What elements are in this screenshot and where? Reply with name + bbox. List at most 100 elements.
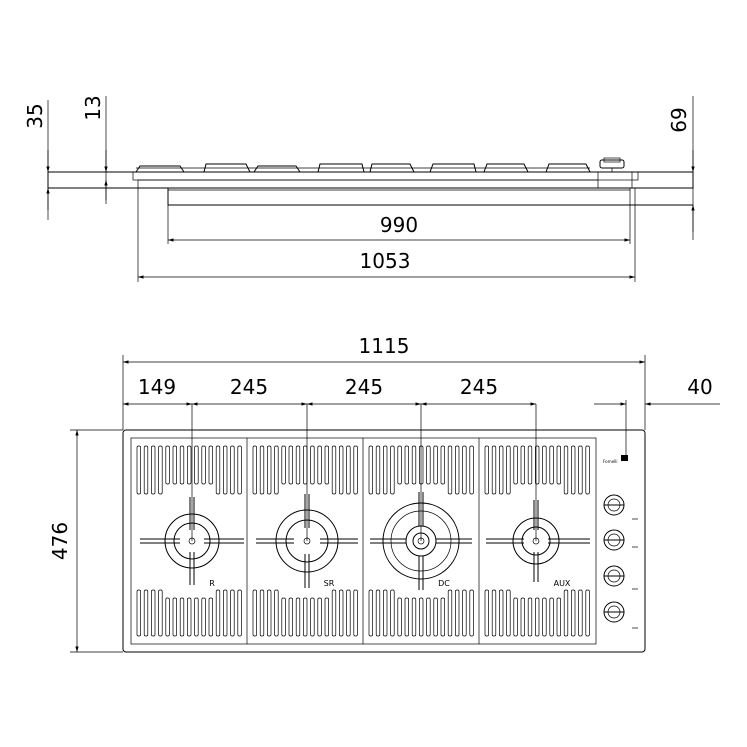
grate-bar (151, 445, 156, 495)
grate-bar (578, 589, 583, 637)
knob-2-icon (603, 529, 638, 551)
grate-bar (187, 597, 192, 637)
grate-bar (563, 589, 569, 637)
grate-bar (223, 445, 228, 495)
brand-mark-icon (621, 455, 628, 461)
grate-bar (440, 597, 445, 637)
grate-bar (223, 589, 228, 637)
grate-bar (208, 597, 213, 637)
grate-bar (585, 445, 590, 495)
grate-bar (259, 445, 265, 495)
grate-bar (585, 589, 590, 637)
pan-supports (135, 163, 591, 173)
grate-bar (267, 445, 272, 495)
grate-bar (267, 589, 272, 637)
grate-bars (136, 445, 590, 637)
grate-bar (237, 445, 242, 495)
grate-bar (499, 445, 504, 495)
grate-bar (404, 597, 409, 637)
grate-bar (339, 445, 344, 495)
grate-bar (375, 445, 381, 495)
grate-bar (215, 445, 221, 495)
grate-bar (426, 445, 431, 485)
top-view: 1115 149 245 245 245 40 476 (48, 334, 720, 653)
dim-spacing-3: 245 (460, 375, 498, 399)
grate-bar (310, 445, 315, 485)
grate-bar (346, 445, 351, 495)
grate-bar (194, 597, 199, 637)
grate-bar (520, 445, 525, 485)
dim-control-offset: 40 (687, 375, 712, 399)
grate-bar (491, 445, 497, 495)
grate-bar (556, 597, 561, 637)
grate-bar (556, 445, 561, 485)
grate-bar (455, 589, 460, 637)
grate-bar (201, 597, 206, 637)
grate-bar (491, 589, 497, 637)
grate-bar (165, 445, 170, 485)
grate-bar (383, 445, 388, 495)
dim-body-width: 1053 (360, 249, 411, 273)
grate-bar (339, 589, 344, 637)
grate-bar (353, 445, 358, 495)
grate-bar (172, 445, 177, 485)
grate-bar (397, 597, 402, 637)
grate-bar (310, 597, 315, 637)
grate-bar (288, 445, 293, 485)
grate-bar (513, 597, 518, 637)
grate-bar (324, 597, 329, 637)
burner-label-sr: SR (324, 579, 335, 588)
grate-bar (419, 597, 424, 637)
dim-cutout-width: 990 (380, 213, 418, 237)
grate-bar (346, 589, 351, 637)
knob-3-icon (603, 565, 638, 590)
grate-bar (469, 445, 474, 495)
grate-bar (136, 589, 141, 637)
knob-1-icon (603, 494, 638, 520)
support-arms (140, 492, 590, 590)
burner-label-r: R (209, 579, 215, 588)
grate-bar (462, 589, 467, 637)
dim-overall-width: 1115 (359, 334, 410, 358)
grate-bar (542, 445, 547, 485)
grate-bar (506, 445, 511, 495)
grate-bar (324, 445, 329, 485)
grate-bar (172, 597, 177, 637)
brand-logo: Fornelli (603, 459, 618, 464)
dim-depth: 476 (48, 522, 72, 560)
grate-bar (331, 445, 337, 495)
grate-bar (447, 589, 453, 637)
grate-bar (179, 597, 185, 637)
grate-bar (230, 445, 235, 495)
grate-bar (455, 445, 460, 495)
grate-bar (165, 597, 170, 637)
grate-bar (433, 445, 438, 485)
grate-bar (281, 597, 286, 637)
grate-bar (274, 445, 279, 495)
grate-bar (215, 589, 221, 637)
grate-bar (397, 445, 402, 485)
side-under-box (137, 179, 599, 189)
grate-bar (288, 597, 293, 637)
grate-bar (179, 445, 185, 485)
grate-bar (237, 589, 242, 637)
dim-spacing-1: 245 (230, 375, 268, 399)
side-lower-housing (167, 188, 693, 206)
grate-bar (535, 445, 540, 485)
grate-bar (331, 589, 337, 637)
dim-height-under: 69 (667, 107, 691, 132)
knobs (603, 494, 638, 629)
grate-bar (230, 589, 235, 637)
grate-bar (447, 445, 453, 495)
grate-bar (259, 589, 265, 637)
grate-bar (411, 445, 417, 485)
grate-bar (571, 445, 576, 495)
side-knob-icon (599, 157, 625, 172)
grate-bar (295, 597, 301, 637)
grate-bar (426, 597, 431, 637)
grate-bar (375, 589, 381, 637)
grate-bar (281, 445, 286, 485)
grate-bar (158, 589, 163, 637)
grate-bar (383, 589, 388, 637)
